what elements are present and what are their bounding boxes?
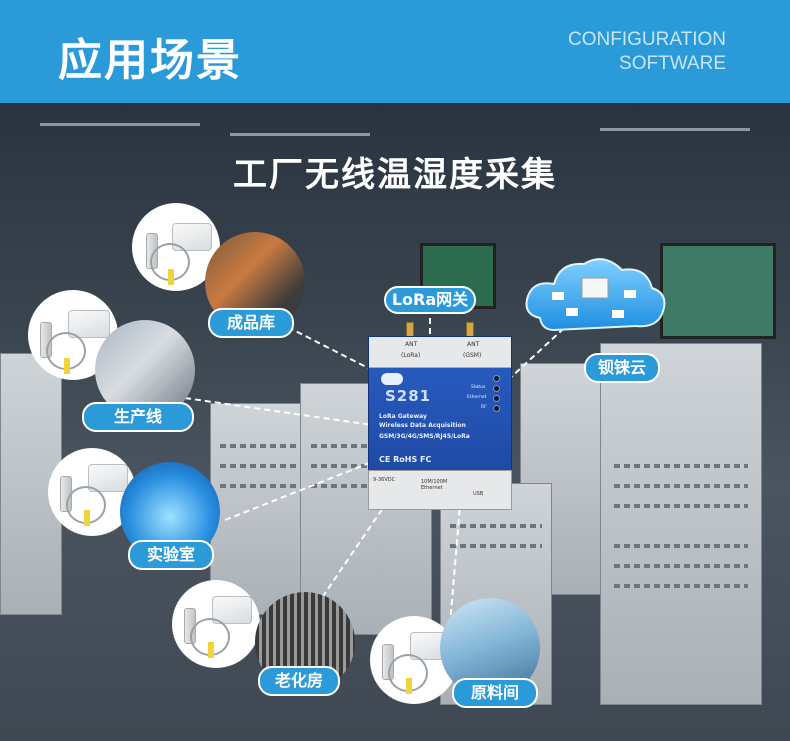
cloud-graphic <box>520 248 670 342</box>
cloud-label: 钡铼云 <box>584 353 660 383</box>
sensor-tag <box>208 642 214 658</box>
header-subtitle-line1: CONFIGURATION <box>568 29 726 50</box>
sensor-housing <box>172 223 212 251</box>
gateway-model: S281 <box>385 387 432 405</box>
port-usb-label: USB <box>473 491 484 497</box>
link-line <box>184 397 373 426</box>
header-banner: 应用场景 CONFIGURATION SOFTWARE <box>0 0 790 103</box>
gateway-label: LoRa网关 <box>384 286 476 314</box>
gateway-body: ANT (LoRa) ANT (GSM) S281 LoRa Gateway W… <box>368 336 512 472</box>
sensor-tag <box>64 358 70 374</box>
led-indicator-icon <box>493 385 500 392</box>
led-indicator-icon <box>493 395 500 402</box>
header-subtitle-line2: SOFTWARE <box>619 53 726 74</box>
gateway-cert: CE RoHS FC <box>379 455 432 464</box>
link-line <box>507 317 576 381</box>
led-label: Ethernet <box>467 395 487 400</box>
ant-left-label: ANT <box>405 341 418 348</box>
led-indicator-icon <box>493 405 500 412</box>
led-label: Status <box>471 385 486 390</box>
port-power-label: 9-36VDC <box>373 477 396 483</box>
lora-gateway-device: ANT (LoRa) ANT (GSM) S281 LoRa Gateway W… <box>368 322 512 510</box>
scene-label: 原料间 <box>452 678 538 708</box>
ant-left-sub: (LoRa) <box>401 352 421 359</box>
scene-label: 实验室 <box>128 540 214 570</box>
gateway-line3: GSM/3G/4G/SMS/RJ45/LoRa <box>379 433 470 440</box>
led-indicator-icon <box>493 375 500 382</box>
gateway-line2: Wireless Data Acquisition <box>379 422 466 429</box>
gateway-top-panel: ANT (LoRa) ANT (GSM) <box>369 337 511 368</box>
header-subtitle: CONFIGURATION SOFTWARE <box>568 28 726 76</box>
scene-label: 成品库 <box>208 308 294 338</box>
monitor-screen <box>660 243 776 339</box>
sensor-tag <box>84 510 90 526</box>
link-line <box>269 317 373 371</box>
link-line <box>449 504 461 626</box>
sensor-housing <box>212 596 252 624</box>
ant-right-label: ANT <box>467 341 480 348</box>
gateway-bottom-panel: 9-36VDC 10M/100M Ethernet USB <box>368 470 512 510</box>
sensor-bubble <box>172 580 260 668</box>
port-ethernet-label: 10M/100M Ethernet <box>421 479 448 491</box>
ant-right-sub: (GSM) <box>463 352 482 359</box>
scene-label: 生产线 <box>82 402 194 432</box>
gateway-line1: LoRa Gateway <box>379 413 427 420</box>
led-label: RF <box>481 405 487 410</box>
scene-label: 老化房 <box>258 666 340 696</box>
cloud-icon <box>525 258 666 332</box>
ceiling-light <box>600 128 750 131</box>
sensor-tag <box>406 678 412 694</box>
header-title: 应用场景 <box>58 35 242 86</box>
sensor-tag <box>168 269 174 285</box>
link-line <box>224 461 373 521</box>
ceiling-light <box>40 123 200 126</box>
main-title: 工厂无线温湿度采集 <box>233 155 557 195</box>
ceiling-light <box>230 133 370 136</box>
brand-logo-icon <box>381 373 403 385</box>
cabinet <box>600 343 762 705</box>
monitor-screen <box>420 243 496 309</box>
